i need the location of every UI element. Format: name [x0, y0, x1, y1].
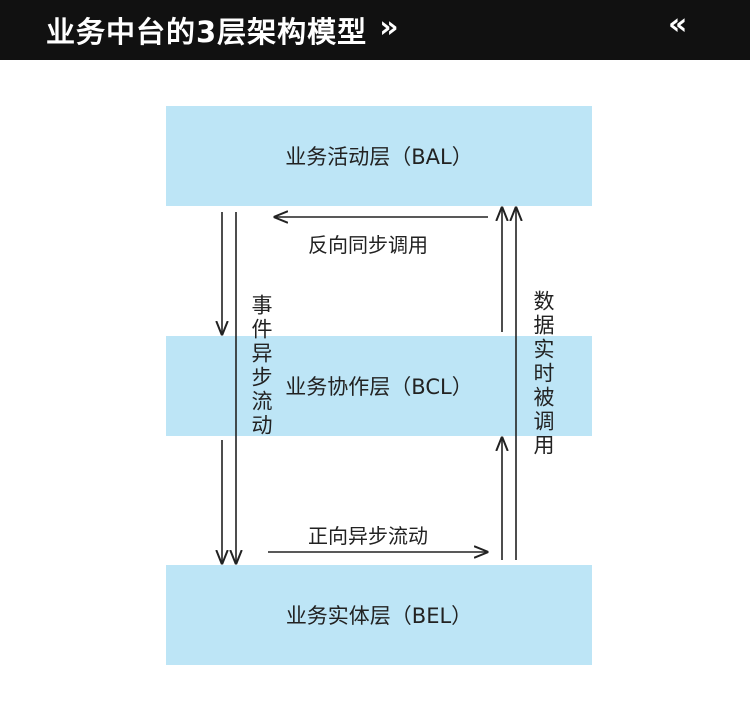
title-group: 业务中台的3层架构模型 » — [46, 0, 399, 60]
label-forward-async: 正向异步流动 — [308, 524, 428, 548]
layer-bcl: 业务协作层（BCL） — [166, 336, 592, 436]
layer-bal: 业务活动层（BAL） — [166, 106, 592, 206]
layer-bal-label: 业务活动层（BAL） — [285, 145, 473, 169]
header-bar: 业务中台的3层架构模型 » « — [0, 0, 750, 60]
layer-bcl-label: 业务协作层（BCL） — [285, 375, 473, 399]
layer-bel: 业务实体层（BEL） — [166, 565, 592, 665]
layer-bel-label: 业务实体层（BEL） — [285, 604, 473, 628]
label-event-async: 事件异步流动 — [249, 294, 273, 438]
chevron-left-icon[interactable]: « — [668, 7, 688, 42]
label-reverse-sync: 反向同步调用 — [308, 233, 428, 257]
chevron-right-icon: » — [379, 10, 399, 45]
label-data-realtime: 数据实时被调用 — [531, 290, 555, 458]
page-title: 业务中台的3层架构模型 — [46, 15, 368, 49]
